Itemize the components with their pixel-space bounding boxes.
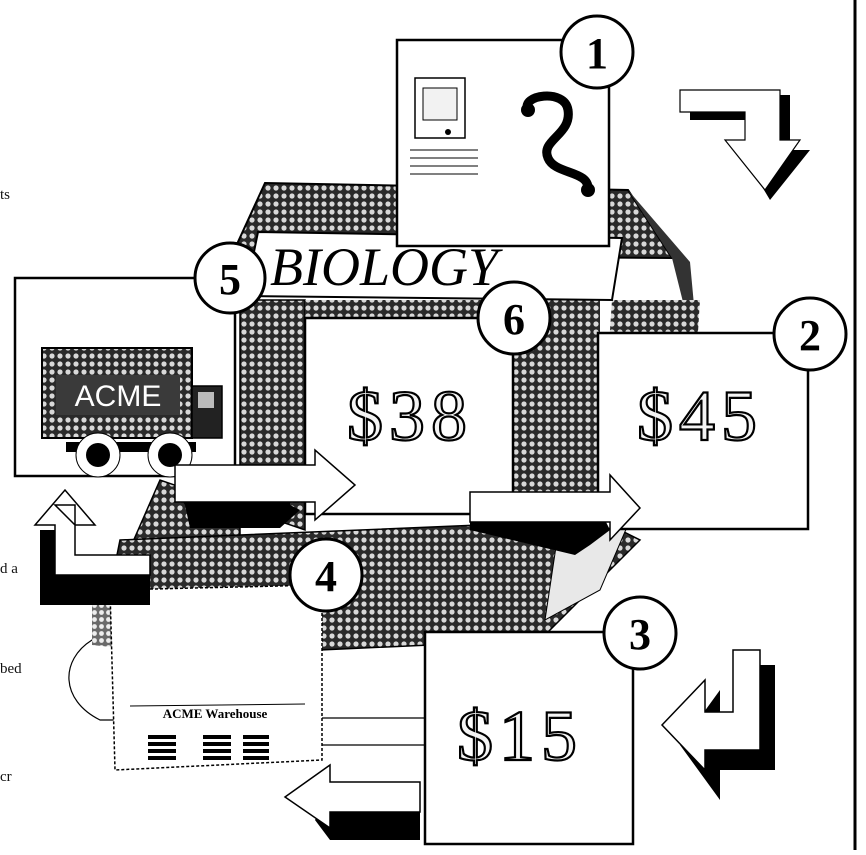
cut-text-4: cr xyxy=(0,769,12,786)
step-1-number: 1 xyxy=(586,29,608,78)
truck-brand: ACME xyxy=(75,380,162,413)
arrow-step1-to-step2 xyxy=(680,90,810,200)
cut-text-1: ts xyxy=(0,187,10,204)
cut-text-2: d a xyxy=(0,561,18,578)
step-4-number: 4 xyxy=(315,552,337,601)
card-buyback-price: $15 3 xyxy=(425,597,676,844)
card-bookstore-price: $45 2 xyxy=(598,298,846,529)
cut-text-3: bed xyxy=(0,661,22,678)
step-5-number: 5 xyxy=(219,255,241,304)
buyback-price: $15 xyxy=(457,696,583,776)
arrow-step2-to-step3 xyxy=(662,650,775,800)
card-research-online: 1 xyxy=(397,16,633,246)
resale-price: $38 xyxy=(347,376,473,456)
card-acme-truck: ACME 5 xyxy=(15,243,265,477)
step-2-number: 2 xyxy=(799,311,821,360)
step-3-number: 3 xyxy=(629,610,651,659)
receipt-header: ACME Warehouse xyxy=(163,706,268,721)
arrow-step3-to-step4 xyxy=(285,765,420,840)
step-6-number: 6 xyxy=(503,295,525,344)
bookstore-price: $45 xyxy=(637,376,763,456)
